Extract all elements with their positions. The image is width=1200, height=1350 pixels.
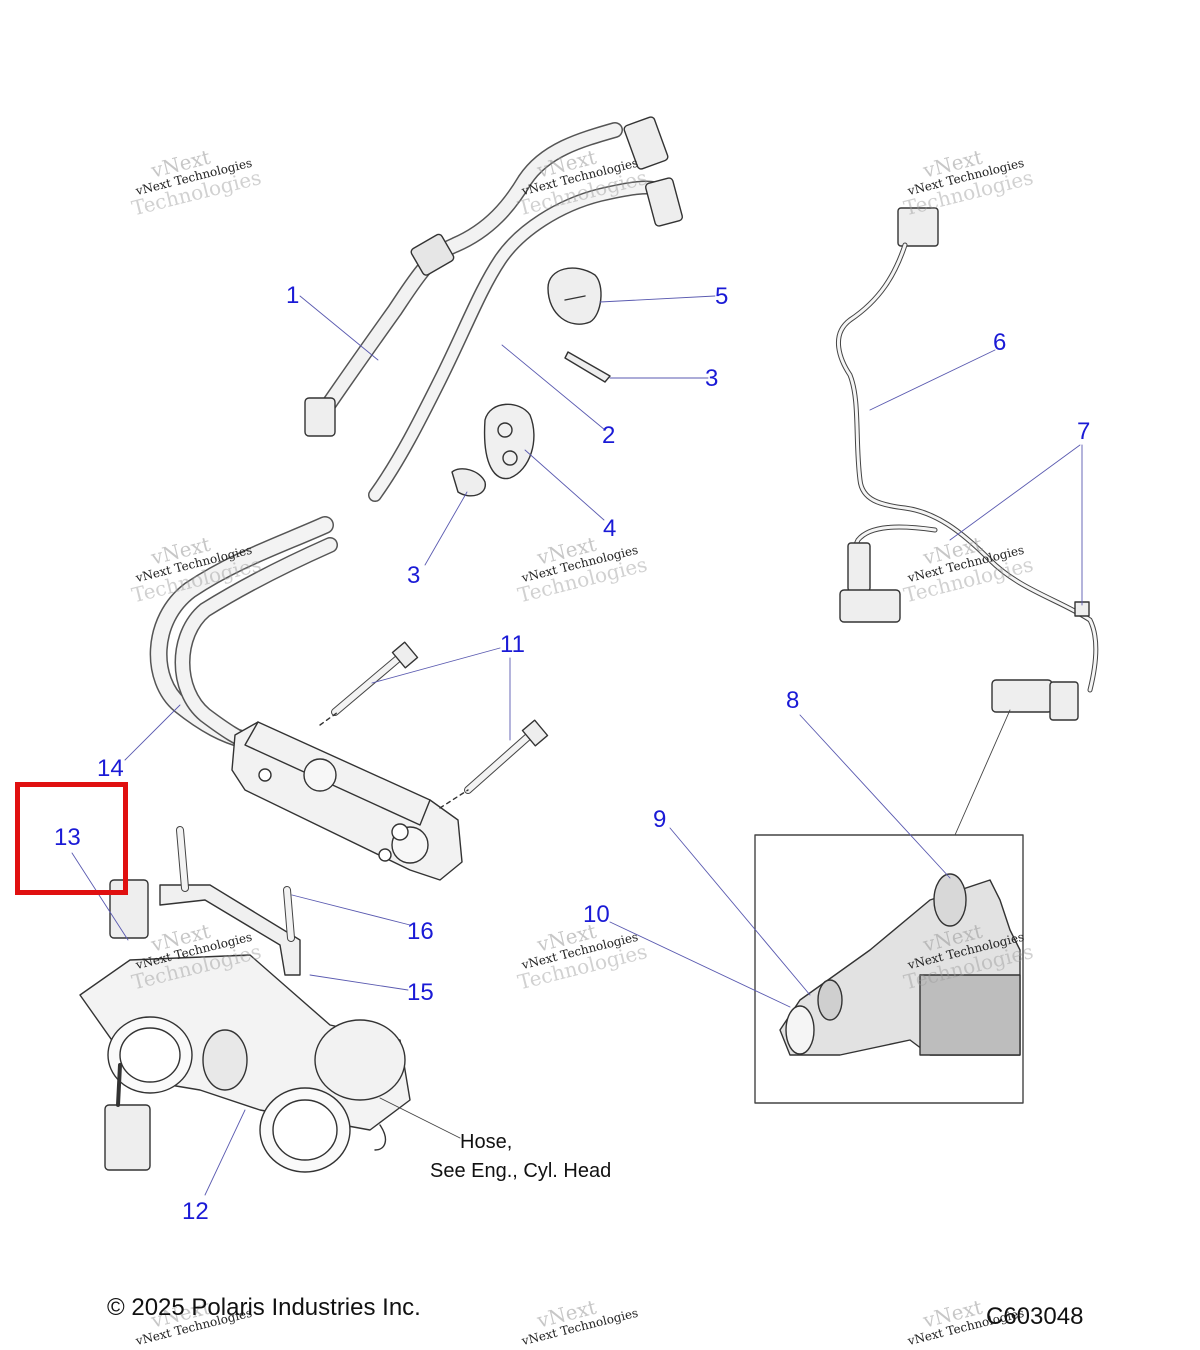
clip-3-upper <box>564 351 611 383</box>
callout-16[interactable]: 16 <box>407 918 434 945</box>
fuel-hose-1 <box>304 116 669 437</box>
highlight-box <box>15 782 128 895</box>
callout-2[interactable]: 2 <box>602 422 616 449</box>
callout-4[interactable]: 4 <box>603 515 617 542</box>
callout-9[interactable]: 9 <box>653 806 667 833</box>
callout-3-upper[interactable]: 3 <box>705 365 719 392</box>
callout-7[interactable]: 7 <box>1077 418 1091 445</box>
throttle-body <box>79 826 411 1173</box>
fuel-hose-2 <box>368 177 684 502</box>
grommet-5 <box>547 267 602 325</box>
callout-5[interactable]: 5 <box>715 283 729 310</box>
hose-note-line1: Hose, <box>460 1131 513 1153</box>
callout-1[interactable]: 1 <box>286 282 300 309</box>
clamp-4 <box>483 403 535 480</box>
callout-15[interactable]: 15 <box>407 979 434 1006</box>
callout-3-lower[interactable]: 3 <box>407 562 421 589</box>
figure-code: C603048 <box>986 1303 1084 1330</box>
clip-3-lower <box>451 468 486 497</box>
callout-13[interactable]: 13 <box>54 824 81 851</box>
leader-lines <box>71 295 1083 1196</box>
callout-10[interactable]: 10 <box>583 901 610 928</box>
callout-12[interactable]: 12 <box>182 1198 209 1225</box>
hose-note: Hose, See Eng., Cyl. Head <box>430 1128 611 1186</box>
fuel-hose-14 <box>149 516 338 753</box>
copyright-text: © 2025 Polaris Industries Inc. <box>107 1294 421 1321</box>
injector-detail-box <box>754 834 1024 1104</box>
injector-harness-6 <box>835 207 1099 721</box>
bolts-11 <box>319 641 549 809</box>
callout-8[interactable]: 8 <box>786 687 800 714</box>
callout-14[interactable]: 14 <box>97 755 124 782</box>
hose-note-line2: See Eng., Cyl. Head <box>430 1160 612 1182</box>
callout-11[interactable]: 11 <box>500 631 525 658</box>
fuel-rail <box>231 721 463 881</box>
callout-6[interactable]: 6 <box>993 329 1007 356</box>
